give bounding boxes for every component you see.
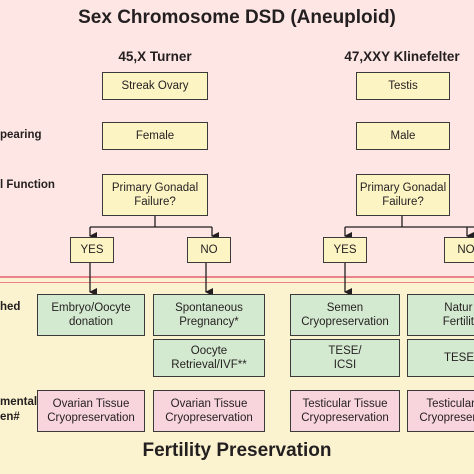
kline-no-established-box-2: TESE [407,339,474,377]
row-label-experimental-1: mental [0,396,38,408]
turner-yes-experimental-box: Ovarian Tissue Cryopreservation [37,390,145,432]
kline-function-box: Primary Gonadal Failure? [356,174,450,216]
turner-no-box: NO [187,237,231,263]
kline-yes-established-box-2: TESE/ ICSI [290,339,400,377]
kline-no-experimental-box: Testicular Cryopreserv [407,390,474,432]
row-label-function: l Function [0,179,55,191]
turner-heading: 45,X Turner [118,49,192,64]
kline-no-box: NO [444,237,474,263]
kline-appearance-box: Male [356,122,450,150]
turner-appearance-box: Female [102,122,208,150]
band-divider-thin [0,282,474,283]
turner-no-established-box: Spontaneous Pregnancy* [153,294,265,336]
turner-gonad-box: Streak Ovary [102,72,208,100]
turner-function-box: Primary Gonadal Failure? [102,174,208,216]
section-title-fertility-preservation: Fertility Preservation [142,440,332,461]
kline-yes-box: YES [323,237,367,263]
band-divider [0,276,474,278]
turner-yes-established-box: Embryo/Oocyte donation [37,294,145,336]
row-label-experimental-2: en# [0,411,20,423]
kline-no-established-box: Natur Fertilit [407,294,474,336]
kline-yes-established-box: Semen Cryopreservation [290,294,400,336]
row-label-appearing: pearing [0,129,42,141]
row-label-established: hed [0,301,21,313]
turner-no-experimental-box: Ovarian Tissue Cryopreservation [153,390,265,432]
kline-gonad-box: Testis [356,72,450,100]
turner-yes-box: YES [70,237,114,263]
klinefelter-heading: 47,XXY Klinefelter [344,49,460,64]
diagram-title: Sex Chromosome DSD (Aneuploid) [78,7,396,28]
turner-no-established-box-2: Oocyte Retrieval/IVF** [153,339,265,377]
kline-yes-experimental-box: Testicular Tissue Cryopreservation [290,390,400,432]
